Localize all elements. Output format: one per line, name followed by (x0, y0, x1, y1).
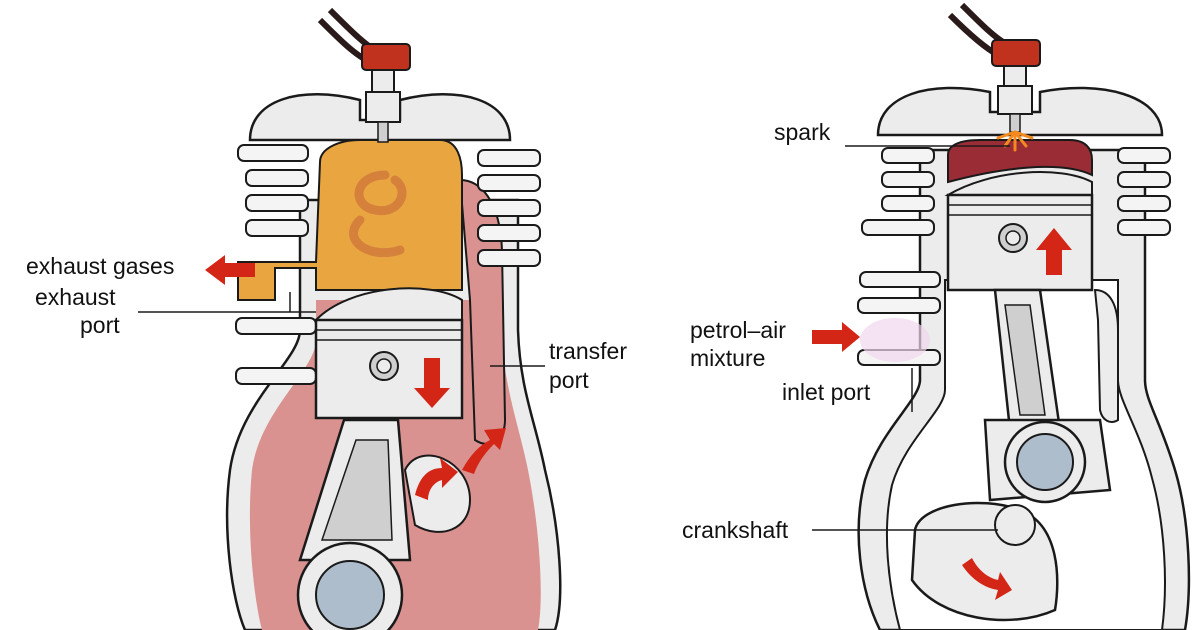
left-gas-swirl (349, 170, 407, 258)
right-piston (944, 171, 1094, 292)
transfer-port-label-line2: port (549, 367, 589, 393)
left-engine: exhaust gases exhaust port transfer port (26, 7, 627, 630)
spark-label: spark (774, 119, 831, 145)
arrow-up-right-icon (462, 428, 506, 474)
left-connecting-rod (296, 418, 412, 630)
arrow-up-icon (1036, 228, 1072, 275)
arrow-curved-icon (415, 458, 458, 500)
right-engine: spark petrol–air mixture inlet port cran… (682, 2, 1191, 630)
right-compressed-charge (947, 139, 1093, 184)
right-crank-shaft (994, 504, 1036, 546)
exhaust-port-label-line1: exhaust (35, 284, 116, 310)
arrow-right-icon (812, 322, 860, 352)
left-fins-left (235, 144, 317, 385)
right-fins-left (857, 147, 941, 366)
spark-icon (996, 130, 1034, 152)
petrol-air-label-line1: petrol–air (690, 317, 786, 343)
exhaust-port-label-line2: port (80, 312, 120, 338)
right-cylinder-head (876, 86, 1164, 137)
transfer-port-label-line1: transfer (549, 338, 627, 364)
left-combustion-gases (237, 139, 463, 301)
crankshaft-label: crankshaft (682, 517, 789, 543)
right-connecting-rod (983, 288, 1112, 504)
left-spark-plug (317, 7, 411, 143)
right-fins-right (1117, 147, 1171, 236)
arrow-left-icon (205, 255, 255, 285)
inlet-port-label: inlet port (782, 379, 871, 405)
right-spark-plug (947, 2, 1041, 133)
left-fins-right (477, 149, 541, 267)
right-transfer-channel (1093, 288, 1119, 423)
exhaust-gases-label: exhaust gases (26, 253, 174, 279)
arrow-down-icon (414, 358, 450, 408)
petrol-air-label-line2: mixture (690, 345, 765, 371)
arrow-curved-icon (962, 558, 1012, 600)
petrol-air-haze (860, 318, 930, 362)
